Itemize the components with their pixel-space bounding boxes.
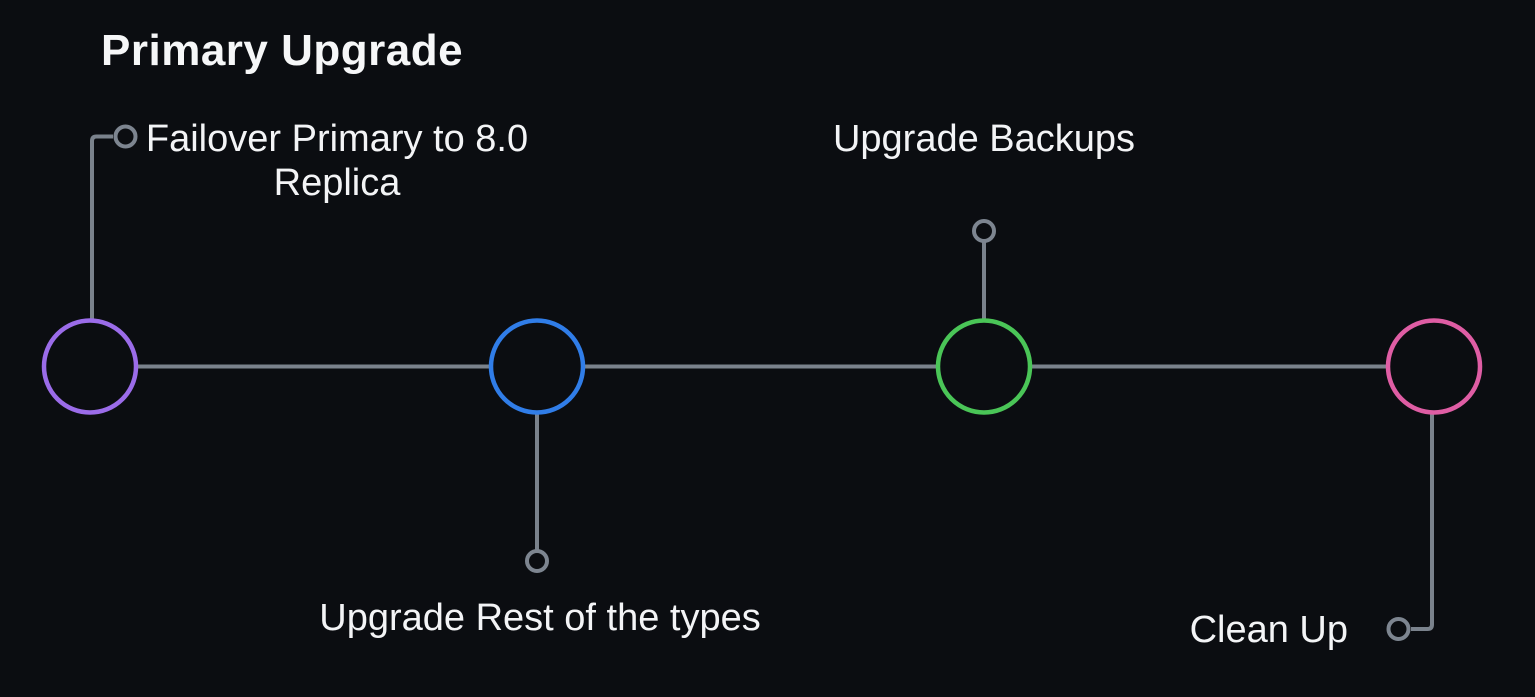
marker-ring-upgrade-backups [972,219,996,243]
node-label-line: Replica [273,162,401,204]
marker-ring-upgrade-rest [525,549,549,573]
node-label-line: Clean Up [1189,609,1348,651]
marker-ring-clean-up [1386,617,1411,641]
node-circle-failover-primary[interactable] [41,318,139,415]
connector-clean-up [1411,380,1434,631]
connector-failover-primary [90,134,113,334]
node-label-upgrade-rest: Upgrade Rest of the types [319,596,760,640]
marker-ring-failover-primary [113,124,138,149]
node-circle-upgrade-rest[interactable] [488,318,586,415]
node-label-failover-primary: Failover Primary to 8.0 Replica [146,117,528,205]
node-label-line: Upgrade Backups [832,118,1136,160]
node-label-line: Failover Primary to 8.0 [145,118,529,160]
node-label-clean-up: Clean Up [1190,608,1348,652]
page-title: Primary Upgrade [101,26,464,75]
node-circle-upgrade-backups[interactable] [935,318,1033,415]
node-circle-clean-up[interactable] [1385,318,1483,415]
node-label-upgrade-backups: Upgrade Backups [833,117,1135,161]
node-label-line: Upgrade Rest of the types [319,597,761,639]
